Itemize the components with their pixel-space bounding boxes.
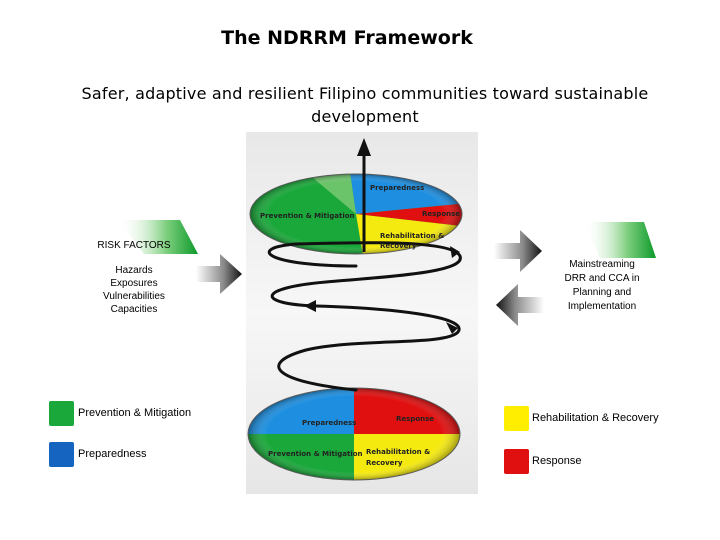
- legend-label-response: Response: [532, 455, 582, 467]
- legend-label-rehab: Rehabilitation & Recovery: [532, 412, 659, 424]
- spiral-arrowhead-1: [446, 322, 458, 334]
- mainstreaming-line: Mainstreaming: [569, 259, 635, 270]
- legend-swatch-response: [504, 449, 529, 474]
- mainstreaming-line: Planning and: [572, 287, 632, 298]
- legend-label-prevention: Prevention & Mitigation: [78, 407, 192, 419]
- legend-label-preparedness: Preparedness: [78, 448, 147, 460]
- risk-factors-corner-decoration: [118, 220, 198, 254]
- mainstreaming-line: DRR and CCA in: [564, 273, 640, 284]
- mainstreaming-text: Mainstreaming DRR and CCA in Planning an…: [552, 258, 652, 314]
- top-response-label: Response: [422, 210, 460, 218]
- bottom-preparedness-label: Preparedness: [302, 419, 356, 427]
- risk-factor-exposures: Exposures: [110, 278, 158, 289]
- page-title: The NDRRM Framework: [221, 27, 473, 49]
- top-rehab-label-line2: Recovery: [380, 242, 417, 250]
- risk-input-arrow-icon: [196, 254, 242, 294]
- spiral-arrowhead-3: [450, 246, 460, 258]
- bottom-rehab-label-line1: Rehabilitation &: [366, 448, 430, 456]
- top-cycle-ellipse: [250, 174, 462, 254]
- central-up-arrow-icon: [357, 138, 371, 156]
- mainstreaming-corner-decoration: [584, 222, 656, 258]
- risk-factors-heading: RISK FACTORS: [97, 240, 171, 251]
- top-rehab-label-line1: Rehabilitation &: [380, 232, 444, 240]
- top-prevention-label: Prevention & Mitigation: [260, 212, 355, 220]
- legend-swatch-prevention: [49, 401, 74, 426]
- legend-swatch-rehab: [504, 406, 529, 431]
- risk-factor-hazards: Hazards: [115, 265, 153, 276]
- vision-statement: Safer, adaptive and resilient Filipino c…: [81, 84, 649, 126]
- bottom-prevention-label: Prevention & Mitigation: [268, 450, 363, 458]
- risk-factors-list: Hazards Exposures Vulnerabilities Capaci…: [84, 264, 184, 316]
- top-preparedness-label: Preparedness: [370, 184, 424, 192]
- bottom-response-label: Response: [396, 415, 434, 423]
- ndrrm-spiral-diagram: Preparedness Prevention & Mitigation Res…: [246, 132, 478, 494]
- risk-factor-vulnerabilities: Vulnerabilities: [103, 291, 165, 302]
- mainstreaming-line: Implementation: [567, 301, 637, 312]
- spiral-arrowhead-2: [304, 300, 316, 312]
- mainstreaming-in-arrow-icon: [496, 284, 544, 326]
- legend-swatch-preparedness: [49, 442, 74, 467]
- mainstreaming-out-arrow-icon: [494, 230, 542, 272]
- risk-factor-capacities: Capacities: [110, 304, 158, 315]
- bottom-rehab-label-line2: Recovery: [366, 459, 403, 467]
